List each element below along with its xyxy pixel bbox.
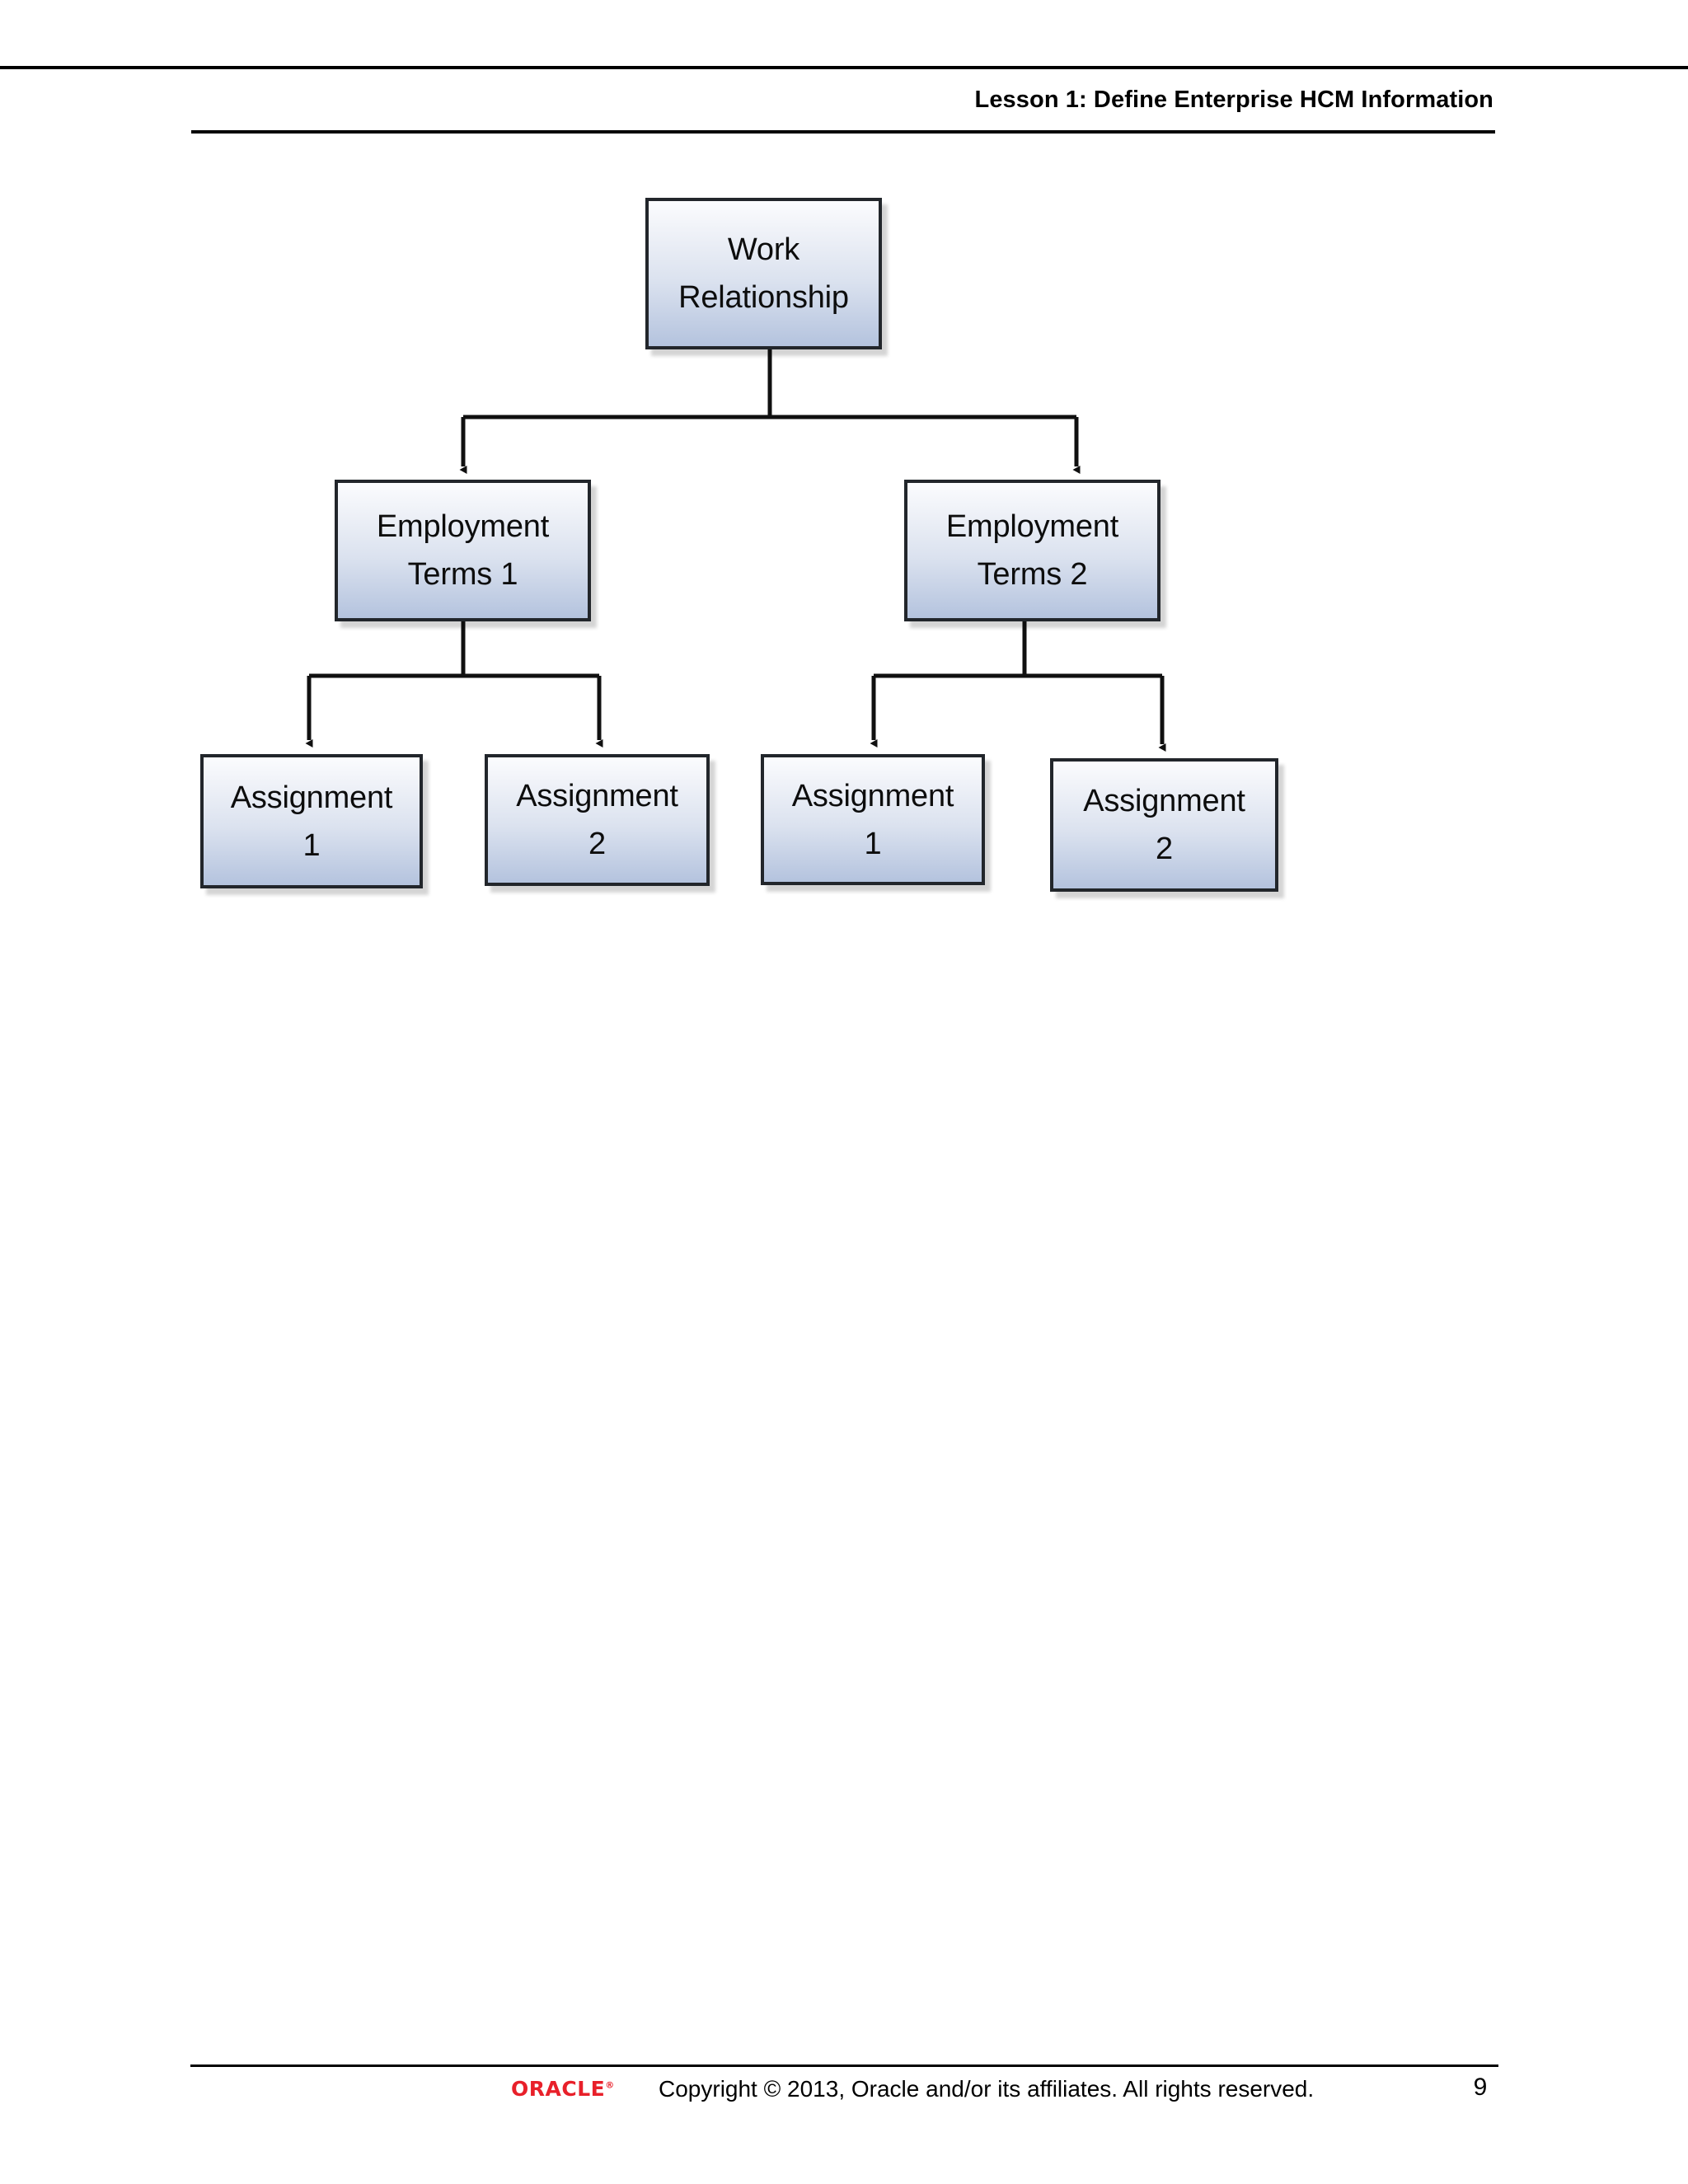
page-number: 9 — [1473, 2074, 1488, 2101]
hierarchy-diagram: Work Relationship Employment Terms 1 Emp… — [0, 0, 1688, 989]
page-top-rule — [0, 66, 1688, 69]
node-work-relationship[interactable]: Work Relationship — [645, 198, 882, 349]
node-employment-terms-2[interactable]: Employment Terms 2 — [904, 480, 1160, 621]
header-title: Lesson 1: Define Enterprise HCM Informat… — [974, 87, 1493, 113]
node-assignment-1-2[interactable]: Assignment 2 — [485, 754, 710, 886]
header-rule — [191, 130, 1495, 134]
oracle-logo: ORACLE® — [511, 2077, 615, 2102]
page-footer: ORACLE® Copyright © 2013, Oracle and/or … — [190, 2072, 1498, 2113]
copyright-text: Copyright © 2013, Oracle and/or its affi… — [659, 2076, 1315, 2102]
oracle-logo-text: ORACLE — [511, 2077, 606, 2101]
node-assignment-1-1[interactable]: Assignment 1 — [200, 754, 423, 888]
page-header: Lesson 1: Define Enterprise HCM Informat… — [191, 86, 1495, 114]
diagram-connectors — [305, 349, 1166, 752]
node-assignment-2-2[interactable]: Assignment 2 — [1050, 758, 1278, 892]
footer-rule — [190, 2064, 1498, 2067]
oracle-registered-mark: ® — [605, 2079, 615, 2091]
node-employment-terms-1[interactable]: Employment Terms 1 — [335, 480, 591, 621]
node-assignment-2-1[interactable]: Assignment 1 — [761, 754, 985, 885]
